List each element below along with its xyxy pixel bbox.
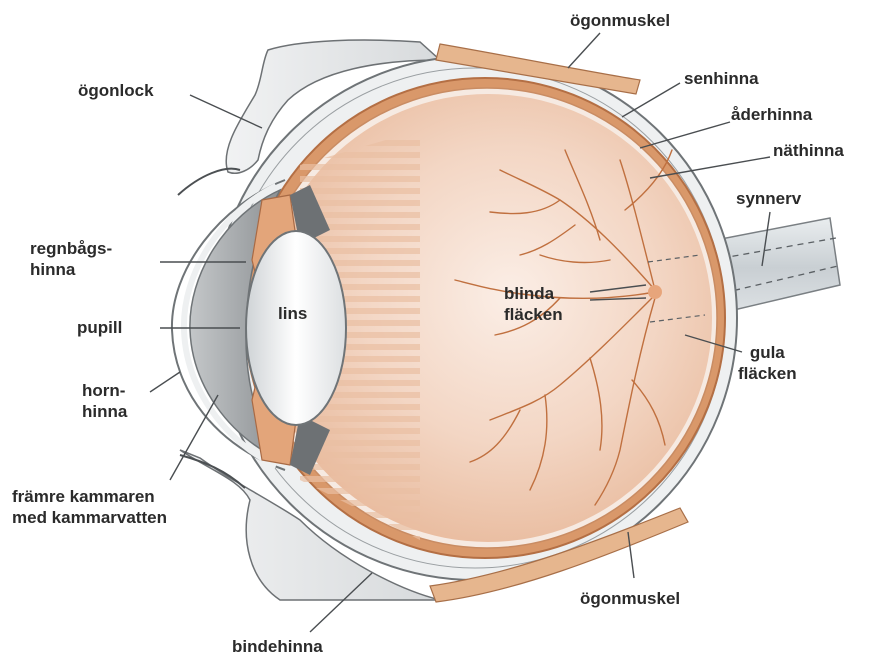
ciliary-stripe <box>300 188 420 194</box>
ciliary-stripe <box>300 464 420 470</box>
label-cornea: horn- hinna <box>82 380 127 422</box>
blind-spot-disc <box>648 285 662 299</box>
label-lens: lins <box>278 303 307 324</box>
label-eyelid: ögonlock <box>78 80 154 101</box>
label-retina: näthinna <box>773 140 844 161</box>
ciliary-stripe <box>300 164 420 170</box>
label-iris-line-2: hinna <box>30 259 112 280</box>
label-blind-spot-line-2: fläcken <box>504 304 563 325</box>
label-cornea-line-2: hinna <box>82 401 127 422</box>
label-cornea-line-1: horn- <box>82 380 127 401</box>
leader-eye-muscle-top <box>568 33 600 68</box>
label-iris-line-1: regnbågs- <box>30 238 112 259</box>
label-anterior-chamber: främre kammaren med kammarvatten <box>12 486 167 528</box>
ciliary-stripe <box>300 476 420 482</box>
label-optic-nerve: synnerv <box>736 188 801 209</box>
label-choroid: åderhinna <box>731 104 812 125</box>
ciliary-stripe <box>300 416 420 422</box>
label-iris: regnbågs- hinna <box>30 238 112 280</box>
label-anterior-chamber-line-2: med kammarvatten <box>12 507 167 528</box>
label-macula: gula fläcken <box>738 342 797 384</box>
label-eye-muscle-bottom: ögonmuskel <box>580 588 680 609</box>
leader-cornea <box>150 372 180 392</box>
lens-shape <box>246 231 346 425</box>
label-blind-spot-line-1: blinda <box>504 283 563 304</box>
label-sclera: senhinna <box>684 68 759 89</box>
label-blind-spot: blinda fläcken <box>504 283 563 325</box>
label-conjunctiva: bindehinna <box>232 636 323 657</box>
label-macula-line-2: fläcken <box>738 363 797 384</box>
label-pupil: pupill <box>77 317 122 338</box>
ciliary-stripe <box>300 176 420 182</box>
label-eye-muscle-top: ögonmuskel <box>570 10 670 31</box>
label-anterior-chamber-line-1: främre kammaren <box>12 486 167 507</box>
label-macula-line-1: gula <box>738 342 797 363</box>
